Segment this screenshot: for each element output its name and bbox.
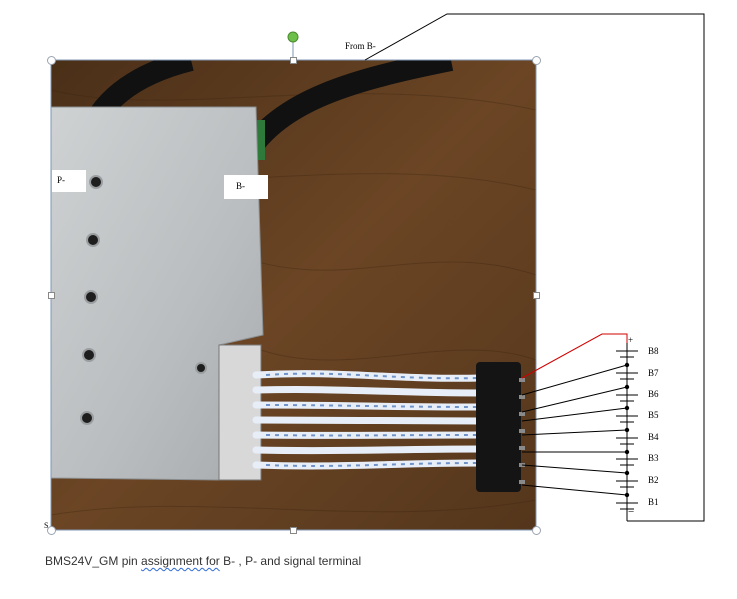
cell-label-b4: B4: [648, 432, 659, 442]
resize-handle-bottom-right[interactable]: [532, 526, 541, 535]
resize-handle-bottom[interactable]: [290, 527, 297, 534]
cell-label-b3: B3: [648, 453, 659, 463]
b-minus-return-wire: [364, 13, 705, 522]
caption-part3: B- , P- and signal terminal: [219, 554, 362, 568]
cell-plates: [616, 350, 638, 510]
figure-caption: BMS24V_GM pin assignment for B- , P- and…: [45, 554, 361, 568]
cell-label-b8: B8: [648, 346, 659, 356]
cell-label-b1: B1: [648, 497, 659, 507]
cell-label-b7: B7: [648, 368, 659, 378]
positive-wire: [521, 333, 628, 379]
caption-part1: BMS24V_GM pin: [45, 554, 142, 568]
resize-handle-left[interactable]: [48, 292, 55, 299]
battery-minus-sign: −: [628, 506, 635, 518]
small-s-mark: S: [44, 521, 49, 530]
cell-label-b6: B6: [648, 389, 659, 399]
resize-handle-right[interactable]: [533, 292, 540, 299]
resize-handle-bottom-left[interactable]: [47, 526, 56, 535]
caption-part2: assignment for: [141, 554, 220, 568]
resize-handle-top-left[interactable]: [47, 56, 56, 65]
signal-wires: [521, 364, 628, 496]
from-b-minus-label: From B-: [345, 41, 376, 51]
resize-handle-top-right[interactable]: [532, 56, 541, 65]
cell-label-b2: B2: [648, 475, 659, 485]
cell-label-b5: B5: [648, 410, 659, 420]
resize-handle-top[interactable]: [290, 57, 297, 64]
battery-plus-sign: +: [628, 335, 634, 345]
